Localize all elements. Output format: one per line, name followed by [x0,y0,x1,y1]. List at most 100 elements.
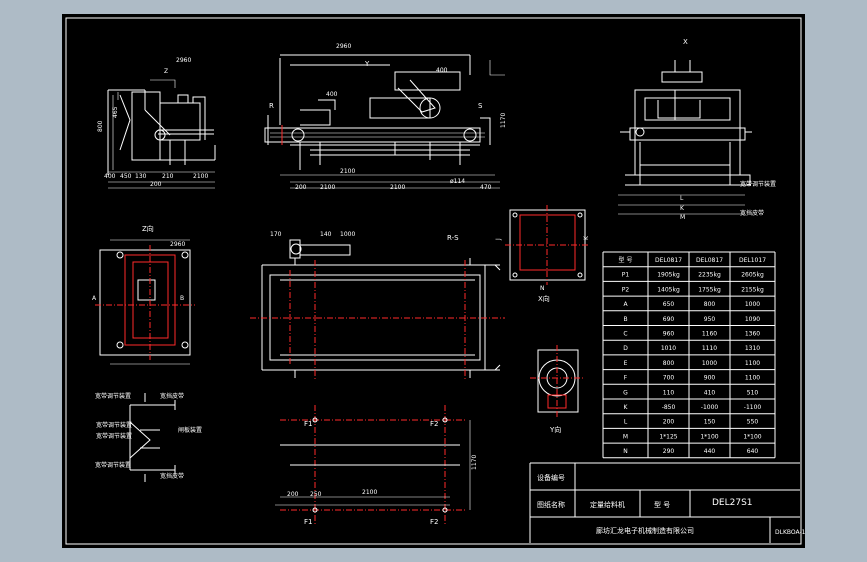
callout-f1-top: F1 [304,420,312,428]
spec-header-cell: DEL0817 [655,257,682,264]
foundation-plan: F1 F2 F1 F2 2100 200 250 1170 [275,405,478,526]
spec-cell: D [623,345,628,352]
front-view: 2960 2100 200 2100 2100 470 400 400 1170… [264,43,507,191]
svg-text:2960: 2960 [176,57,191,64]
spec-cell: 1*100 [743,433,761,440]
spec-cell: 510 [747,389,759,396]
svg-text:2100: 2100 [390,184,405,191]
callout-f1-bottom: F1 [304,518,312,526]
spec-cell: 1905kg [657,272,680,279]
label-rs-section: R-S [447,234,459,242]
title-company: 廊坊汇龙电子机械制造有限公司 [596,526,694,535]
spec-cell: L [624,419,628,426]
spec-cell: E [624,360,628,367]
svg-text:170: 170 [270,231,282,238]
spec-cell: 690 [663,316,675,323]
spec-cell: 1755kg [698,286,721,293]
spec-cell: A [623,301,628,308]
spec-cell: 1310 [745,345,760,352]
svg-text:ø114: ø114 [450,178,465,185]
spec-cell: -1100 [744,404,762,411]
spec-header-cell: 型 号 [619,256,633,264]
spec-cell: 290 [663,448,675,455]
spec-cell: 1360 [745,331,760,338]
plan-view: 170 140 1000 R-S [250,231,505,380]
spec-cell: -850 [662,404,676,411]
dim-z-a: A [92,295,97,302]
spec-cell: C [623,331,627,338]
svg-text:470: 470 [480,184,492,191]
dim-x-j: J [495,238,502,241]
spec-cell: 440 [704,448,716,455]
callout-f2-bottom: F2 [430,518,438,526]
note-skirt2: 宽挡皮带 [160,472,184,480]
spec-cell: G [623,389,628,396]
dim-z-b: B [180,295,184,302]
spec-cell: P1 [622,272,630,279]
belt-flow-diagram: 宽带调节装置 宽挡皮带 宽带调节装置 宽带调节装置 闸板装置 宽带调节装置 宽挡… [95,392,202,482]
note-belt-pos-top: 宽带调节装置 [96,421,132,429]
x-view: J K N X向 [495,205,590,303]
svg-text:2100: 2100 [193,173,208,180]
spec-cell: 410 [704,389,716,396]
spec-cell: 110 [663,389,675,396]
label-x-view: X向 [538,294,550,303]
spec-header-cell: DEL1017 [739,257,766,264]
spec-cell: B [623,316,627,323]
dim-end-k: K [680,205,685,212]
callout-f2-top: F2 [430,420,438,428]
svg-text:400: 400 [326,91,338,98]
label-z-view: Z向 [142,224,154,233]
svg-text:200: 200 [150,181,162,188]
spec-cell: 1*100 [700,433,718,440]
spec-cell: 1090 [745,316,760,323]
svg-text:210: 210 [162,173,174,180]
spec-cell: 800 [663,360,675,367]
svg-text:1170: 1170 [500,113,507,128]
label-y-view: Y向 [549,425,561,434]
svg-text:200: 200 [295,184,307,191]
spec-cell: P2 [622,286,630,293]
spec-cell: 1100 [745,375,760,382]
svg-text:800: 800 [97,120,104,132]
spec-cell: 800 [704,301,716,308]
svg-text:400: 400 [436,67,448,74]
spec-cell: N [623,448,628,455]
spec-cell: 640 [747,448,759,455]
svg-text:130: 130 [135,173,147,180]
svg-text:2100: 2100 [362,489,377,496]
svg-text:2960: 2960 [336,43,351,50]
callout-z-side: Z [164,68,168,75]
spec-cell: 1010 [661,345,676,352]
spec-cell: 1000 [745,301,760,308]
spec-cell: 200 [663,419,675,426]
note-skirt1: 宽挡皮带 [160,392,184,400]
side-view: 2960 800 465 130 210 2100 200 400 450 Z [97,57,216,189]
note-gate: 闸板装置 [178,426,202,434]
spec-cell: M [623,433,628,440]
svg-text:400: 400 [104,173,116,180]
spec-cell: 2155kg [741,286,764,293]
spec-cell: 960 [663,331,675,338]
dim-end-m: M [680,214,685,221]
end-view: L K M 宽带调节装置 宽挡皮带 X [618,38,776,221]
svg-text:200: 200 [287,491,299,498]
spec-cell: 950 [704,316,716,323]
z-view: 2960 A B Z向 [92,224,195,365]
spec-cell: 900 [704,375,716,382]
note-out-left1: 宽带调节装置 [95,392,131,400]
spec-cell: 550 [747,419,759,426]
spec-cell: 700 [663,375,675,382]
svg-text:465: 465 [112,106,119,118]
title-row1-label: 设备编号 [537,473,565,482]
spec-cell: 1160 [702,331,717,338]
spec-cell: 650 [663,301,675,308]
svg-text:250: 250 [310,491,322,498]
title-row2-value: 定量给料机 [590,500,625,509]
dim-z-width: 2960 [170,241,185,248]
spec-cell: 150 [704,419,716,426]
title-row2-label: 图纸名称 [537,500,565,509]
callout-r: R [269,102,274,110]
